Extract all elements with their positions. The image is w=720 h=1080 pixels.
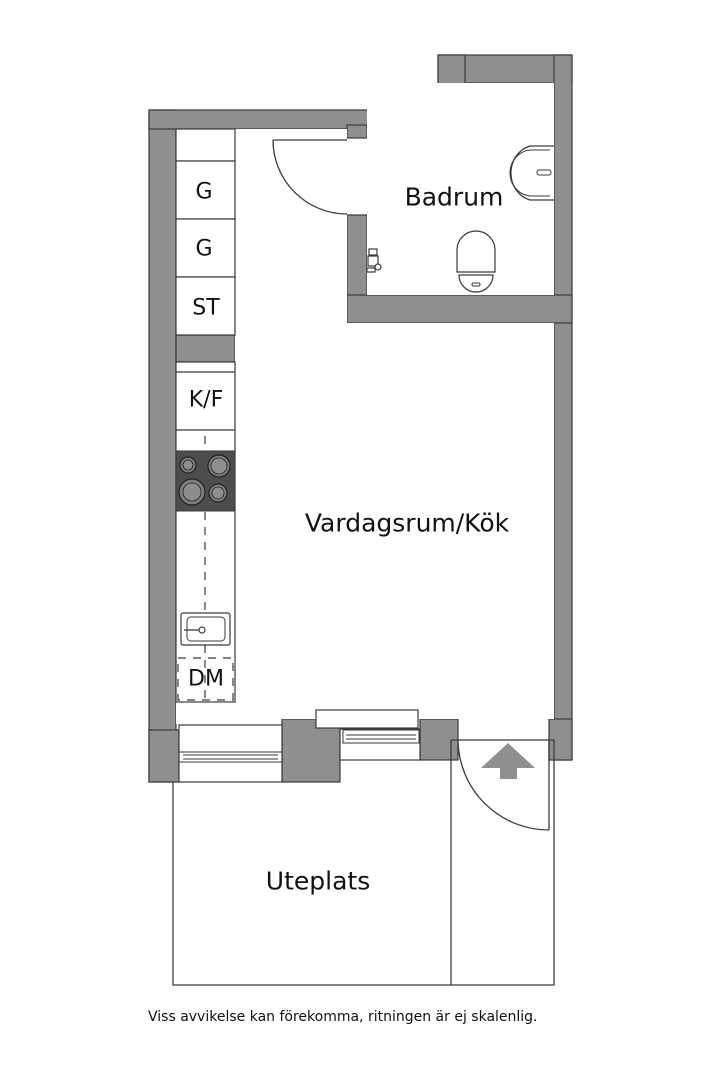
left-wall: [148, 109, 177, 783]
cabinet-label-g-2: G: [195, 236, 213, 262]
bathroom-sink-icon: [509, 145, 554, 201]
room-label-living-kitchen: Vardagsrum/Kök: [304, 508, 510, 538]
patio: [172, 740, 555, 986]
cabinet-g-1: [175, 160, 236, 220]
stove-icon: [175, 450, 236, 512]
disclaimer-text: Viss avvikelse kan förekomma, ritningen …: [148, 1009, 538, 1025]
cabinet-label-st: ST: [192, 295, 220, 321]
bottom-left-wall: [148, 729, 180, 783]
kitchen-counter: [175, 361, 236, 703]
living-floor: [235, 323, 554, 719]
cabinet-g-2: [175, 218, 236, 278]
toilet-icon: [456, 230, 496, 293]
door-stub-wall: [346, 124, 368, 139]
room-label-patio: Uteplats: [265, 866, 371, 896]
cabinet-st: [175, 276, 236, 336]
bathroom-bottom-wall: [346, 294, 573, 324]
kitchen-partition-wall: [175, 334, 236, 363]
kitchen-sink-icon: [180, 612, 231, 646]
cabinet-top: [175, 128, 236, 162]
room-label-bathroom: Badrum: [404, 182, 504, 212]
entrance-door: [451, 739, 554, 831]
cabinet-label-g-1: G: [195, 179, 213, 205]
bathroom-door: [272, 139, 348, 215]
entrance-arrow-icon: [481, 743, 535, 779]
fridge-freezer-label: K/F: [188, 387, 224, 413]
window-middle: [315, 709, 421, 761]
shower-mixer-icon: [366, 248, 382, 273]
window-left: [178, 724, 283, 783]
cabinets: [175, 128, 236, 336]
right-wall: [553, 54, 573, 761]
dishwasher-outline: [177, 657, 234, 701]
dishwasher-label: DM: [188, 666, 224, 692]
